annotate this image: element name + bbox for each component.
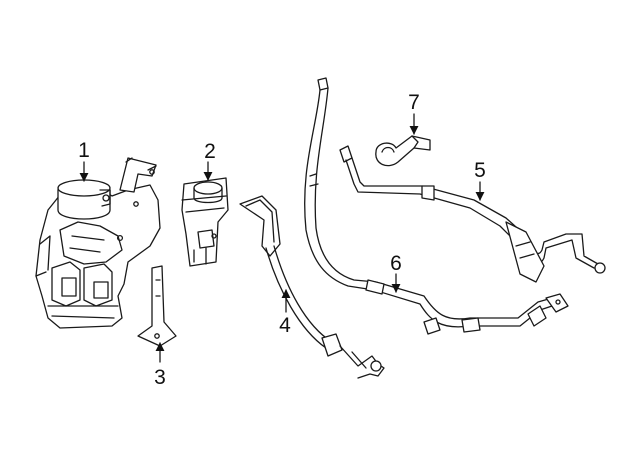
callout-7: 7 <box>408 91 420 114</box>
part-4-hose <box>239 195 385 379</box>
callout-5: 5 <box>474 159 486 182</box>
callout-leaders <box>79 113 485 363</box>
part-2-reservoir <box>181 177 229 267</box>
part-6-return-line <box>304 77 569 335</box>
callout-6: 6 <box>390 252 402 275</box>
part-7-small-hose <box>375 135 431 167</box>
callout-1: 1 <box>78 139 90 162</box>
part-3-bracket <box>137 265 177 347</box>
callout-2: 2 <box>204 140 216 163</box>
part-5-hose-assembly <box>339 145 606 283</box>
callout-3: 3 <box>154 366 166 389</box>
part-1-pump-assembly <box>35 157 161 329</box>
callout-4: 4 <box>279 314 291 337</box>
